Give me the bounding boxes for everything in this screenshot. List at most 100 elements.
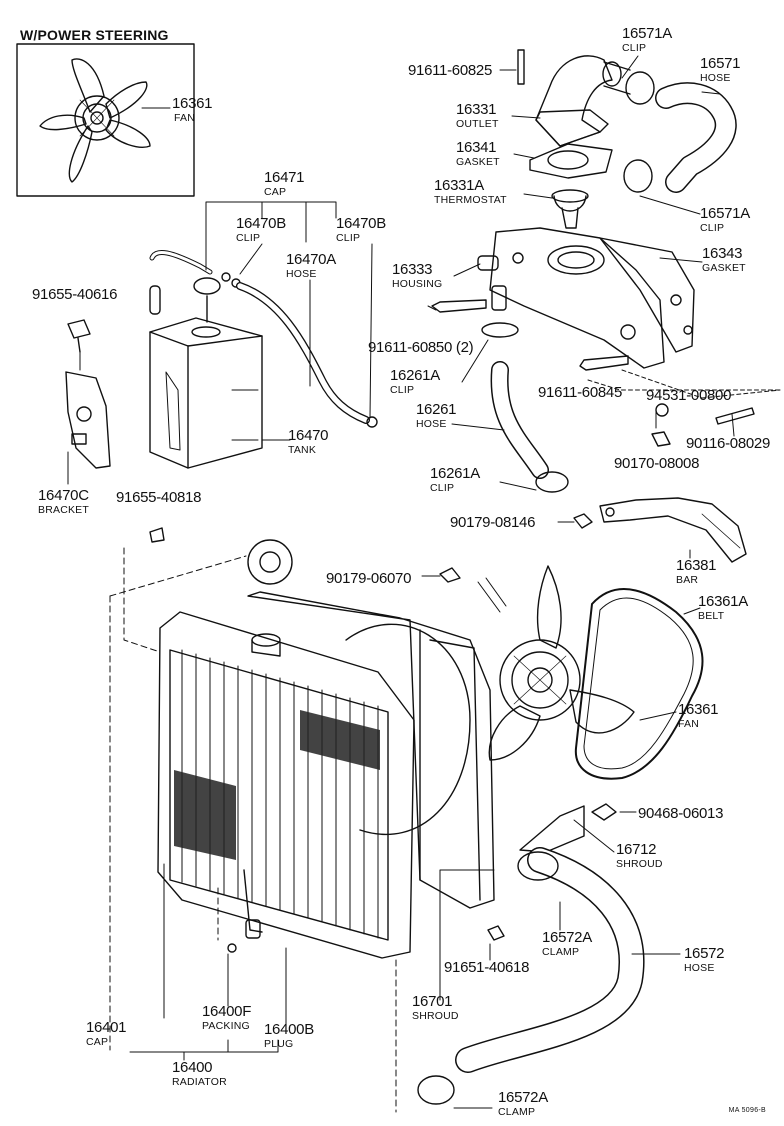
part-number: 16343	[702, 245, 743, 262]
part-number: 16571A	[700, 205, 750, 222]
part-number: 91611-60850 (2)	[368, 339, 474, 356]
part-number: 16470A	[286, 251, 336, 268]
callout-housing: 16333 HOUSING	[392, 262, 442, 290]
hose-16261-drawing	[481, 322, 569, 493]
part-number: 16470B	[336, 215, 386, 232]
drawing-code: MA 5096-B	[728, 1107, 766, 1114]
bar-drawing	[599, 497, 747, 563]
part-number: 16261A	[390, 367, 440, 384]
callout-clip-16571a-top: 16571A CLIP	[622, 26, 672, 54]
callout-clamp-16572a-mid: 16572A CLAMP	[542, 930, 592, 958]
part-name: CLIP	[336, 232, 361, 244]
part-name: HOSE	[416, 418, 447, 430]
part-number: 16470B	[236, 215, 286, 232]
radiator-drawing	[157, 539, 415, 959]
part-name: CLIP	[700, 222, 725, 234]
callout-radiator: 16400 RADIATOR	[172, 1060, 227, 1088]
callout-bolt-91655-40818: 91655-40818	[116, 490, 201, 506]
part-name: GASKET	[702, 262, 746, 274]
part-number: 16341	[456, 139, 497, 156]
shroud-drawing	[247, 591, 585, 909]
part-number: 16572A	[542, 929, 592, 946]
part-name: SHROUD	[616, 858, 663, 870]
callout-clip-16571a-bottom: 16571A CLIP	[700, 206, 750, 234]
part-name: BELT	[698, 610, 725, 622]
part-number: 16361A	[698, 593, 748, 610]
part-name: TANK	[288, 444, 317, 456]
bracket-drawing	[65, 319, 111, 469]
part-name: BAR	[676, 574, 699, 586]
callout-nut-90179-08146: 90179-08146	[450, 515, 535, 531]
part-number: 16331A	[434, 177, 484, 194]
upper-hose-drawing	[623, 71, 737, 193]
callout-clip-16261a-top: 16261A CLIP	[390, 368, 440, 396]
callout-bolt-91611-60845: 91611-60845	[538, 385, 622, 401]
callout-stud-90116-08029: 90116-08029	[686, 436, 770, 452]
part-number: 16261	[416, 401, 457, 418]
part-name: CLAMP	[542, 946, 580, 958]
part-number: 16333	[392, 261, 433, 278]
part-number: 16470	[288, 427, 329, 444]
part-number: 94531-00800	[646, 387, 732, 404]
part-name: BRACKET	[38, 504, 89, 516]
part-number: 90468-06013	[638, 805, 724, 822]
callout-shroud-16701: 16701 SHROUD	[412, 994, 459, 1022]
callout-stud-94531-00800: 94531-00800	[646, 388, 731, 404]
tank-drawing	[149, 249, 378, 469]
callout-radiator-cap: 16401 CAP	[86, 1020, 127, 1048]
part-number: 90179-08146	[450, 514, 536, 531]
part-number: 16381	[676, 557, 717, 574]
callout-plug: 16400B PLUG	[264, 1022, 314, 1050]
part-number: 16470C	[38, 487, 89, 504]
callout-hose-16261: 16261 HOSE	[416, 401, 457, 430]
part-name: CLIP	[390, 384, 415, 396]
callout-outlet: 16331 OUTLET	[456, 102, 499, 130]
part-number: 16572	[684, 945, 725, 962]
callout-clip-90468-06013: 90468-06013	[638, 806, 723, 822]
callout-nut-90170-08008: 90170-08008	[614, 456, 699, 472]
callout-gasket-16343: 16343 GASKET	[702, 246, 746, 274]
callout-bracket: 16470C BRACKET	[38, 488, 89, 516]
callout-shroud-16712: 16712 SHROUD	[616, 842, 663, 870]
part-name: PLUG	[264, 1038, 294, 1050]
part-number: 91655-40818	[116, 489, 202, 506]
part-name: CLIP	[236, 232, 261, 244]
part-number: 16572A	[498, 1089, 548, 1106]
part-name: OUTLET	[456, 118, 499, 130]
part-number: 16701	[412, 993, 453, 1010]
part-number: 16331	[456, 101, 497, 118]
inset-fan-drawing	[39, 58, 151, 183]
part-number: 91655-40616	[32, 286, 118, 303]
callout-tank: 16470 TANK	[288, 427, 329, 456]
part-name: CAP	[86, 1036, 109, 1048]
part-name: CAP	[264, 186, 287, 198]
callout-clip-16470b-right: 16470B CLIP	[336, 216, 386, 244]
callout-bolt-91611-60850: 91611-60850 (2)	[368, 339, 474, 356]
callout-clip-16470b-left: 16470B CLIP	[236, 216, 286, 244]
leader-lines	[67, 55, 781, 1109]
belt-drawing	[574, 588, 704, 780]
part-number: 90116-08029	[686, 435, 771, 452]
callout-hose-16470a: 16470A HOSE	[286, 252, 336, 280]
callout-belt: 16361A BELT	[698, 594, 748, 622]
callout-hose-16571: 16571 HOSE	[700, 56, 741, 84]
part-name: HOSE	[684, 962, 715, 974]
part-number: 90170-08008	[614, 455, 700, 472]
part-number: 91611-60825	[408, 62, 493, 79]
part-name: RADIATOR	[172, 1076, 227, 1088]
callout-bolt-91611-60825: 91611-60825	[408, 63, 492, 79]
part-number: 16361	[172, 95, 213, 112]
part-number: 16400B	[264, 1021, 314, 1038]
part-name: FAN	[678, 718, 700, 730]
callout-gasket-16341: 16341 GASKET	[456, 140, 500, 168]
part-number: 16712	[616, 841, 657, 858]
part-number: 16261A	[430, 465, 480, 482]
thermostat-assembly	[477, 49, 695, 369]
callout-bolt-91651-40618: 91651-40618	[444, 960, 529, 976]
part-number: 91651-40618	[444, 959, 530, 976]
part-name: CLIP	[622, 42, 647, 54]
inset-title: W/POWER STEERING	[20, 27, 169, 43]
part-name: HOUSING	[392, 278, 443, 290]
callout-thermostat: 16331A THERMOSTAT	[434, 178, 507, 206]
